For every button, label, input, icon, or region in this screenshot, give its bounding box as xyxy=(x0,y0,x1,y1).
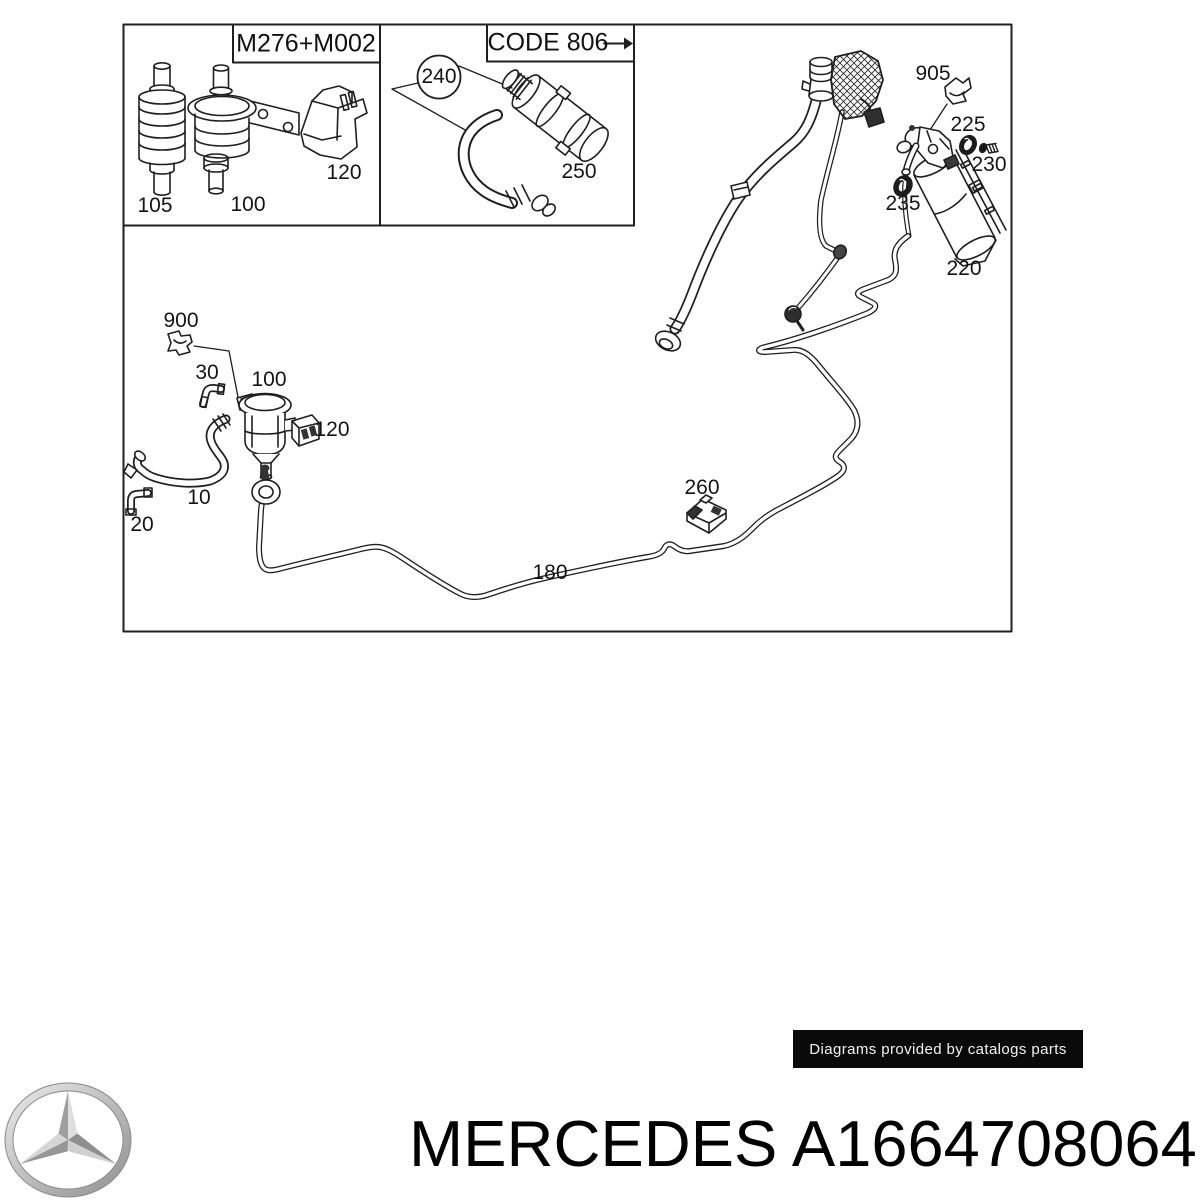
screw-230-drawing xyxy=(978,142,999,154)
filler-neck-drawing xyxy=(730,50,885,200)
part-label-235: 235 xyxy=(885,192,921,215)
ring-225-drawing xyxy=(959,134,977,156)
valve-100-inset-drawing xyxy=(187,64,300,195)
part-label-20: 20 xyxy=(130,513,154,536)
elbow-30-drawing xyxy=(199,382,226,409)
connector-120-drawing xyxy=(291,414,320,447)
part-label-120: 120 xyxy=(314,418,350,441)
part-label-10: 10 xyxy=(187,486,211,509)
vent-hose-250-drawing xyxy=(457,69,609,217)
inset-label-option-code: CODE 806 xyxy=(487,28,609,57)
purge-valve-100-drawing xyxy=(236,392,297,505)
engine-code-label-box xyxy=(232,23,381,64)
part-label-100-inset: 100 xyxy=(230,193,266,216)
sticker-905-drawing xyxy=(944,77,972,105)
inset-label-engine-code: M276+M002 xyxy=(236,29,376,58)
part-label-230: 230 xyxy=(971,153,1007,176)
vent-line-fittings-drawing xyxy=(784,244,848,332)
mercedes-logo xyxy=(4,1082,132,1198)
logo-ring xyxy=(4,1082,132,1198)
elbow-20-drawing xyxy=(125,487,153,516)
footer-part-title: MERCEDES A1664708064 xyxy=(409,1107,1197,1180)
part-label-105: 105 xyxy=(137,194,173,217)
diagram-frame xyxy=(122,23,1013,633)
callout-balloon-240 xyxy=(416,54,462,100)
part-label-225: 225 xyxy=(950,113,986,136)
hose-10-drawing xyxy=(123,413,231,488)
watermark-text: Diagrams provided by catalogs parts xyxy=(809,1040,1067,1058)
part-label-240-balloon: 240 xyxy=(421,65,457,88)
part-label-905: 905 xyxy=(915,62,951,85)
fuel-lines-drawing xyxy=(256,91,912,601)
valve-105-drawing xyxy=(138,61,186,196)
watermark-bar: Diagrams provided by catalogs parts xyxy=(793,1030,1083,1068)
pipe-clamp-drawing xyxy=(730,181,751,200)
part-label-900: 900 xyxy=(163,309,199,332)
part-label-250: 250 xyxy=(561,160,597,183)
connector-260-drawing xyxy=(686,494,727,534)
pump-head-220-drawing xyxy=(896,125,960,176)
part-label-220: 220 xyxy=(946,257,982,280)
part-label-260: 260 xyxy=(684,476,720,499)
part-label-120-inset: 120 xyxy=(326,161,362,184)
part-label-180: 180 xyxy=(532,561,568,584)
option-code-label-box xyxy=(486,23,635,63)
bracket-120-inset-drawing xyxy=(300,85,368,160)
part-label-30: 30 xyxy=(195,361,219,384)
clip-900-drawing xyxy=(167,330,193,356)
ring-235-drawing xyxy=(893,175,913,197)
part-label-100: 100 xyxy=(251,368,287,391)
code-arrow-icon xyxy=(624,37,633,50)
filler-pipe-coupler-drawing xyxy=(654,317,685,352)
